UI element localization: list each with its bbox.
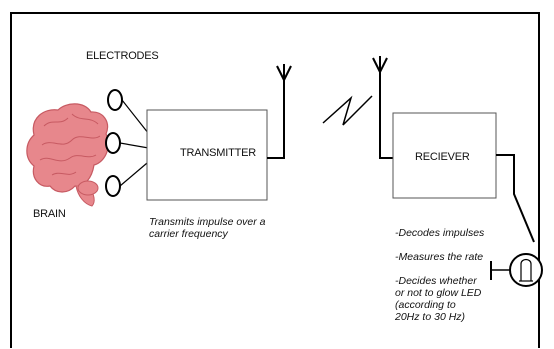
electrode-top-icon (107, 89, 123, 111)
receiver-item-3-line1: -Decides whether (395, 275, 477, 287)
led-icon (490, 253, 543, 287)
transmitter-label: TRANSMITTER (180, 147, 257, 159)
transmitter-antenna-icon (267, 64, 292, 159)
receiver-label: RECIEVER (415, 151, 470, 163)
transmitter-caption: Transmits impulse over a carrier frequen… (149, 216, 266, 240)
brain-illustration (26, 103, 109, 207)
electrode-bottom-icon (105, 175, 121, 197)
receiver-item-1: -Decodes impulses (395, 227, 485, 239)
receiver-box (392, 112, 497, 199)
receiver-item-3: -Decides whether or not to glow LED (acc… (395, 275, 485, 323)
brain-shape (26, 103, 109, 193)
receiver-item-3-line4: 20Hz to 30 Hz) (395, 311, 466, 324)
transmitter-caption-line1: Transmits impulse over a (149, 216, 266, 228)
cerebellum (77, 180, 99, 196)
brain-label: BRAIN (33, 208, 66, 220)
receiver-item-3-line3: (according to (395, 299, 456, 312)
transmitter-box (146, 109, 268, 201)
transmitter-caption-line2: carrier frequency (149, 228, 228, 241)
brain-folds (39, 113, 101, 176)
electrode-middle-icon (105, 132, 121, 154)
diagram-frame (10, 12, 540, 348)
electrodes-label: ELECTRODES (86, 50, 159, 62)
receiver-to-led-wire (496, 154, 535, 243)
receiver-item-2: -Measures the rate (395, 251, 484, 263)
wireless-signal-icon (322, 95, 373, 126)
receiver-item-3-line2: or not to glow LED (395, 287, 482, 300)
receiver-antenna-icon (372, 56, 396, 159)
electrodes (105, 89, 123, 197)
